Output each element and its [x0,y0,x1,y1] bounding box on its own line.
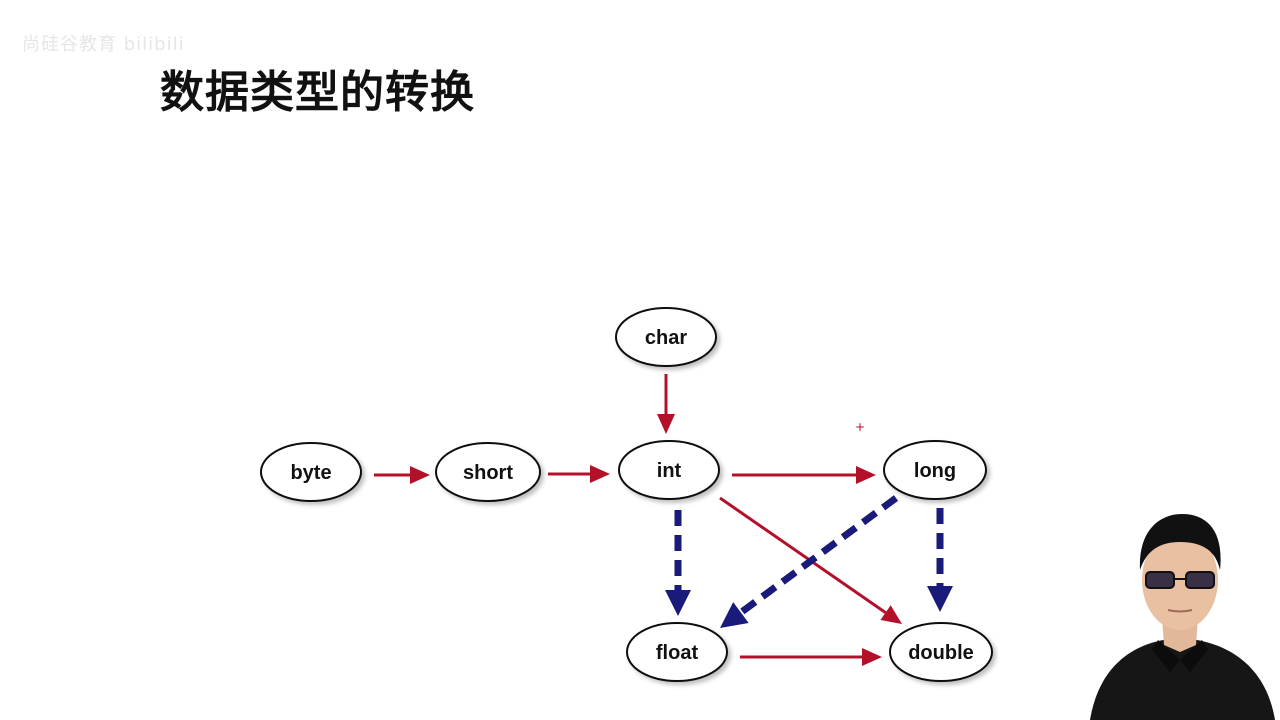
node-shape-long [883,440,987,500]
node-double: double [889,622,993,682]
node-label-char: char [645,327,687,349]
node-short: short [435,442,541,502]
arrowhead-int-long [856,466,876,484]
edge-int-float [665,510,691,616]
node-label-double: double [908,642,974,664]
cursor-marker: + [855,420,865,434]
arrowhead-char-int [657,414,675,434]
node-shape-double [889,622,993,682]
arrowhead-long-float [720,602,749,628]
node-shape-float [626,622,728,682]
edge-float-double [740,648,882,666]
edge-short-int [548,465,610,483]
node-label-long: long [914,460,956,482]
node-char: char [615,307,717,367]
arrowhead-long-double [927,586,953,612]
edge-byte-short [374,466,430,484]
presenter-video [1090,514,1275,720]
node-label-int: int [657,460,682,482]
node-float: float [626,622,728,682]
node-shape-int [618,440,720,500]
edge-char-int [657,374,675,434]
node-label-byte: byte [290,462,331,484]
slide-title: 数据类型的转换 [160,67,475,118]
edge-int-double [719,496,902,624]
node-int: int [618,440,720,500]
edge-line-int-double [719,496,887,614]
watermark-logo: 尚硅谷教育 bilibili [22,34,185,55]
node-label-float: float [656,642,699,664]
edge-long-double [927,508,953,612]
edge-int-long [732,466,876,484]
node-byte: byte [260,442,362,502]
node-shape-char [615,307,717,367]
edge-line-long-float [738,495,899,616]
node-label-short: short [463,462,513,484]
edge-long-float [720,495,899,628]
node-long: long [883,440,987,500]
arrowhead-int-float [665,590,691,616]
arrowhead-int-double [880,605,902,624]
node-shape-byte [260,442,362,502]
arrowhead-byte-short [410,466,430,484]
node-shape-short [435,442,541,502]
arrowhead-short-int [590,465,610,483]
arrowhead-float-double [862,648,882,666]
